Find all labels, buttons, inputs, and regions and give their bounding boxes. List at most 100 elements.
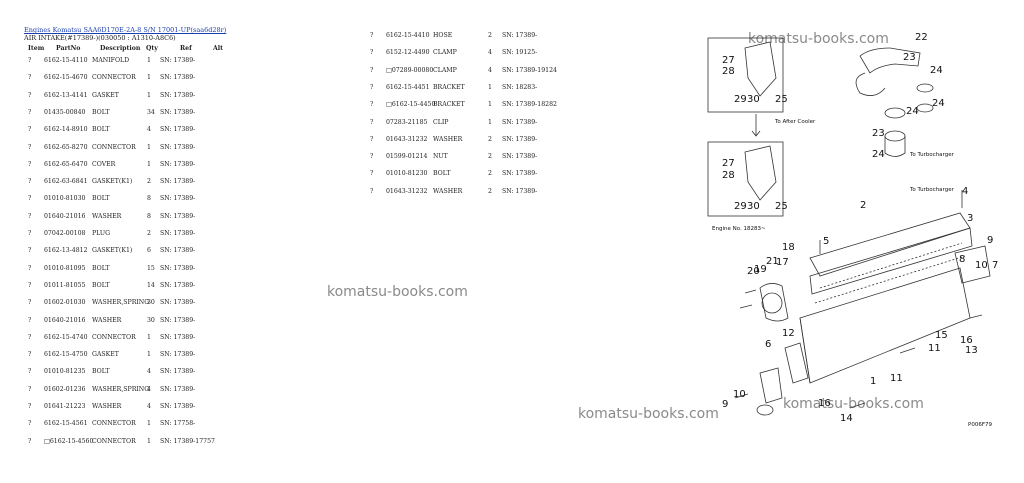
cell-item: ?	[370, 101, 374, 109]
inset-box-top	[707, 37, 784, 113]
cell-ref: SN: 17389-	[160, 230, 196, 237]
col-partno: PartNo	[56, 45, 81, 52]
cell-ref: SN: 17389-	[160, 264, 196, 272]
callout-number: 16	[960, 335, 973, 346]
engine-link[interactable]: Engines Komatsu SAA6D170E-2A-8 S/N 17001…	[24, 26, 227, 34]
callout-number: 23	[903, 52, 916, 63]
callout-number: 17	[776, 257, 789, 268]
callout-number: 29	[734, 94, 747, 105]
callout-number: 15	[935, 330, 948, 341]
cell-desc: NUT	[433, 153, 448, 161]
cell-desc: BOLT	[92, 195, 110, 203]
cell-desc: GASKET	[92, 91, 119, 99]
cell-ref: SN: 17389-19124	[502, 66, 557, 74]
cell-qty: 2	[147, 178, 151, 186]
cell-item: ?	[28, 57, 32, 64]
cell-desc: PLUG	[92, 230, 111, 237]
callout-number: 30	[747, 94, 760, 105]
cell-partno: 01435-00840	[44, 108, 86, 116]
cell-item: ?	[370, 170, 374, 178]
cell-item: ?	[28, 385, 32, 393]
cell-item: ?	[28, 368, 32, 376]
note-engine-no: Engine No. 18283~	[712, 226, 766, 232]
cell-ref: SN: 17389-	[160, 57, 196, 64]
callout-number: 18	[782, 242, 795, 253]
cell-partno: 6162-15-4110	[44, 57, 88, 64]
cell-item: ?	[28, 420, 32, 428]
note-turbo-2: To Turbocharger	[909, 187, 955, 193]
cell-partno: 6162-15-4410	[386, 32, 430, 39]
callout-number: 8	[959, 254, 965, 265]
callout-number: 14	[840, 413, 853, 424]
cell-qty: 4	[488, 49, 492, 57]
cell-qty: 2	[488, 135, 492, 143]
callout-number: 11	[890, 373, 903, 384]
document-header: Engines Komatsu SAA6D170E-2A-8 S/N 17001…	[24, 26, 226, 42]
cell-ref: SN: 17389-18282	[502, 101, 557, 109]
cell-qty: 1	[147, 351, 151, 359]
cell-ref: SN: 17389-	[502, 187, 538, 195]
cell-item: ?	[28, 143, 32, 151]
cell-partno: 6162-65-6470	[44, 160, 88, 168]
cell-desc: BOLT	[92, 126, 110, 134]
manifold-cover	[809, 212, 971, 277]
cell-qty: 1	[147, 160, 151, 168]
cell-desc: CLIP	[433, 118, 449, 126]
cell-item: ?	[370, 135, 374, 143]
watermark: komatsu-books.com	[783, 396, 924, 412]
cell-desc: CONNECTOR	[92, 420, 136, 428]
cell-ref: SN: 17389-	[160, 143, 196, 151]
callout-number: 27	[722, 158, 735, 169]
callout-number: 24	[930, 65, 943, 76]
callout-number: 21	[766, 256, 779, 267]
cell-desc: WASHER,SPRING	[92, 299, 150, 307]
callout-number: 28	[722, 66, 735, 77]
section-subtitle: AIR INTAKE(#17389-)(030050 : A1310-A8C6)	[24, 34, 176, 42]
callout-number: 16	[818, 398, 831, 409]
cell-qty: 2	[147, 230, 151, 237]
cell-qty: 4	[488, 66, 492, 74]
callout-number: 13	[965, 345, 978, 356]
cell-ref: SN: 19125-	[502, 49, 538, 57]
callout-number: 30	[747, 201, 760, 212]
cell-qty: 4	[147, 403, 151, 410]
callout-number: 24	[932, 98, 945, 109]
cell-ref: SN: 17389-	[160, 385, 196, 393]
cell-partno: □07289-00080	[386, 66, 434, 74]
cell-qty: 8	[147, 212, 151, 220]
cell-item: ?	[28, 230, 32, 237]
cell-ref: SN: 17389-	[160, 403, 196, 410]
cell-qty: 15	[147, 264, 155, 272]
cell-item: ?	[370, 32, 374, 39]
col-ref: Ref	[180, 45, 192, 52]
cell-item: ?	[28, 195, 32, 203]
cell-ref: SN: 17389-	[160, 247, 196, 255]
watermark: komatsu-books.com	[327, 284, 468, 300]
cell-partno: 6162-13-4141	[44, 91, 88, 99]
cell-partno: 6152-12-4490	[386, 49, 430, 57]
cell-ref: SN: 17389-	[160, 126, 196, 134]
col-alt: Alt	[213, 45, 224, 52]
cell-desc: CLAMP	[433, 66, 457, 74]
inset-box-bottom	[707, 141, 784, 217]
col-description: Description	[100, 45, 141, 52]
cell-item: ?	[28, 74, 32, 82]
cell-partno: 01602-01030	[44, 299, 86, 307]
cell-ref: SN: 17389-	[160, 178, 196, 186]
cell-item: ?	[370, 118, 374, 126]
col-qty: Qty	[146, 45, 158, 52]
cell-qty: 4	[147, 126, 151, 134]
callout-number: 4	[962, 186, 968, 197]
cell-desc: WASHER,SPRING	[92, 385, 150, 393]
cell-partno: 6162-15-4750	[44, 351, 88, 359]
callout-number: 29	[734, 201, 747, 212]
cell-item: ?	[28, 264, 32, 272]
cell-desc: WASHER	[433, 135, 463, 143]
callout-number: 23	[872, 128, 885, 139]
cell-ref: SN: 17389-	[160, 316, 196, 324]
cell-partno: 01643-31232	[386, 135, 428, 143]
cell-ref: SN: 18283-	[502, 83, 538, 91]
cell-item: ?	[28, 178, 32, 186]
cell-item: ?	[28, 160, 32, 168]
